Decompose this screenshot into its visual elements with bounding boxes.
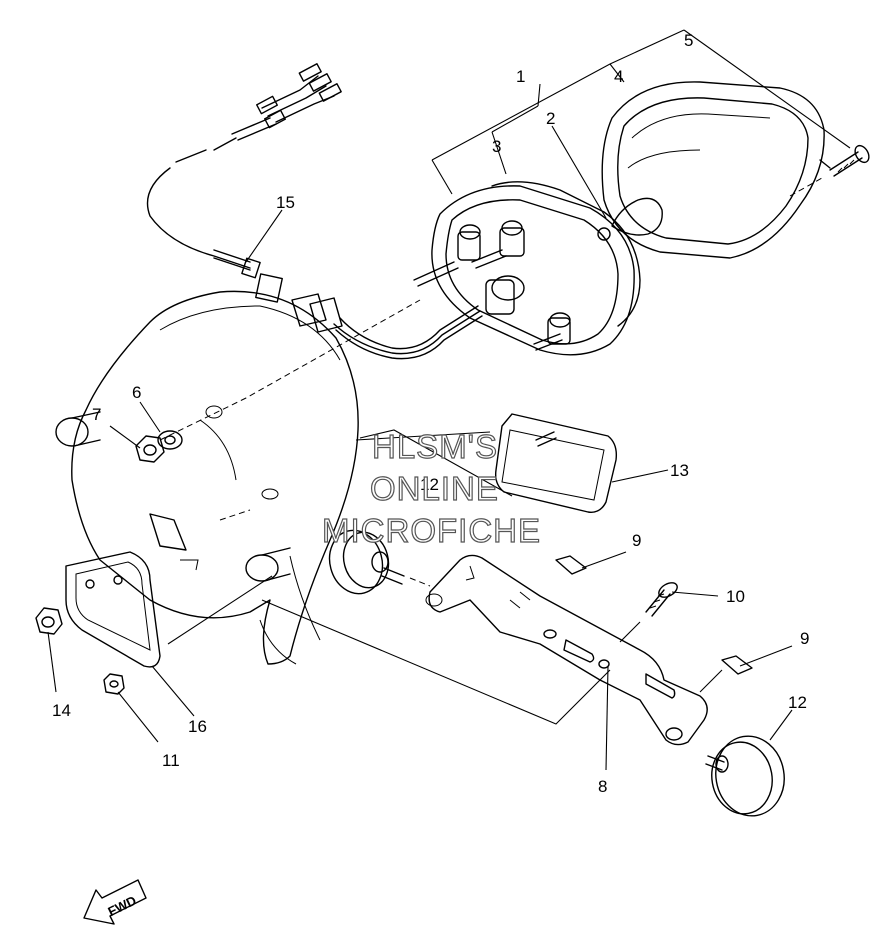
fwd-label: FWD xyxy=(105,893,138,919)
reflector-13 xyxy=(494,413,618,513)
callout-2: 2 xyxy=(546,109,555,128)
callout-8: 8 xyxy=(598,777,607,796)
reflector-12-left xyxy=(328,529,405,595)
rear-fender-housing xyxy=(55,290,359,665)
tail-lens xyxy=(601,81,831,259)
wire-harness xyxy=(146,63,483,360)
callout-6: 6 xyxy=(132,383,141,402)
clip-9-upper xyxy=(555,555,587,575)
callout-16: 16 xyxy=(188,717,207,736)
callout-9-lower: 9 xyxy=(800,629,809,648)
nut-14 xyxy=(35,607,63,635)
callout-10: 10 xyxy=(726,587,745,606)
watermark: HLSM'S ONLINE MICROFICHE xyxy=(321,427,541,549)
license-plate-bracket xyxy=(65,551,161,668)
screw-5 xyxy=(829,144,870,177)
callout-14: 14 xyxy=(52,701,71,720)
callout-numbers: 1 2 3 4 5 6 7 8 9 9 10 11 12 12 13 14 15… xyxy=(52,31,809,796)
callout-9-upper: 9 xyxy=(632,531,641,550)
callout-12-right: 12 xyxy=(788,693,807,712)
nut-7 xyxy=(135,435,165,463)
bolt-10 xyxy=(645,582,678,617)
leader-lines xyxy=(47,29,851,771)
nut-11 xyxy=(103,673,125,695)
callout-4: 4 xyxy=(614,67,623,86)
callout-13: 13 xyxy=(670,461,689,480)
callout-1: 1 xyxy=(516,67,525,86)
watermark-line-1: HLSM'S xyxy=(372,428,498,465)
callout-5: 5 xyxy=(684,31,693,50)
clip-9-lower xyxy=(721,655,753,675)
watermark-line-2: ONLINE xyxy=(370,470,499,507)
watermark-line-3: MICROFICHE xyxy=(322,512,541,549)
reflector-bracket-8 xyxy=(425,554,708,746)
callout-11: 11 xyxy=(162,751,180,770)
reflector-12-right xyxy=(705,735,785,817)
taillight-assembly xyxy=(413,181,663,356)
fwd-arrow: FWD xyxy=(83,879,147,925)
callout-12-left: 12 xyxy=(420,475,439,494)
washer-6 xyxy=(157,430,183,450)
alignment-lines xyxy=(159,177,823,587)
callout-3: 3 xyxy=(492,137,501,156)
callout-7: 7 xyxy=(92,405,101,424)
callout-15: 15 xyxy=(276,193,295,212)
